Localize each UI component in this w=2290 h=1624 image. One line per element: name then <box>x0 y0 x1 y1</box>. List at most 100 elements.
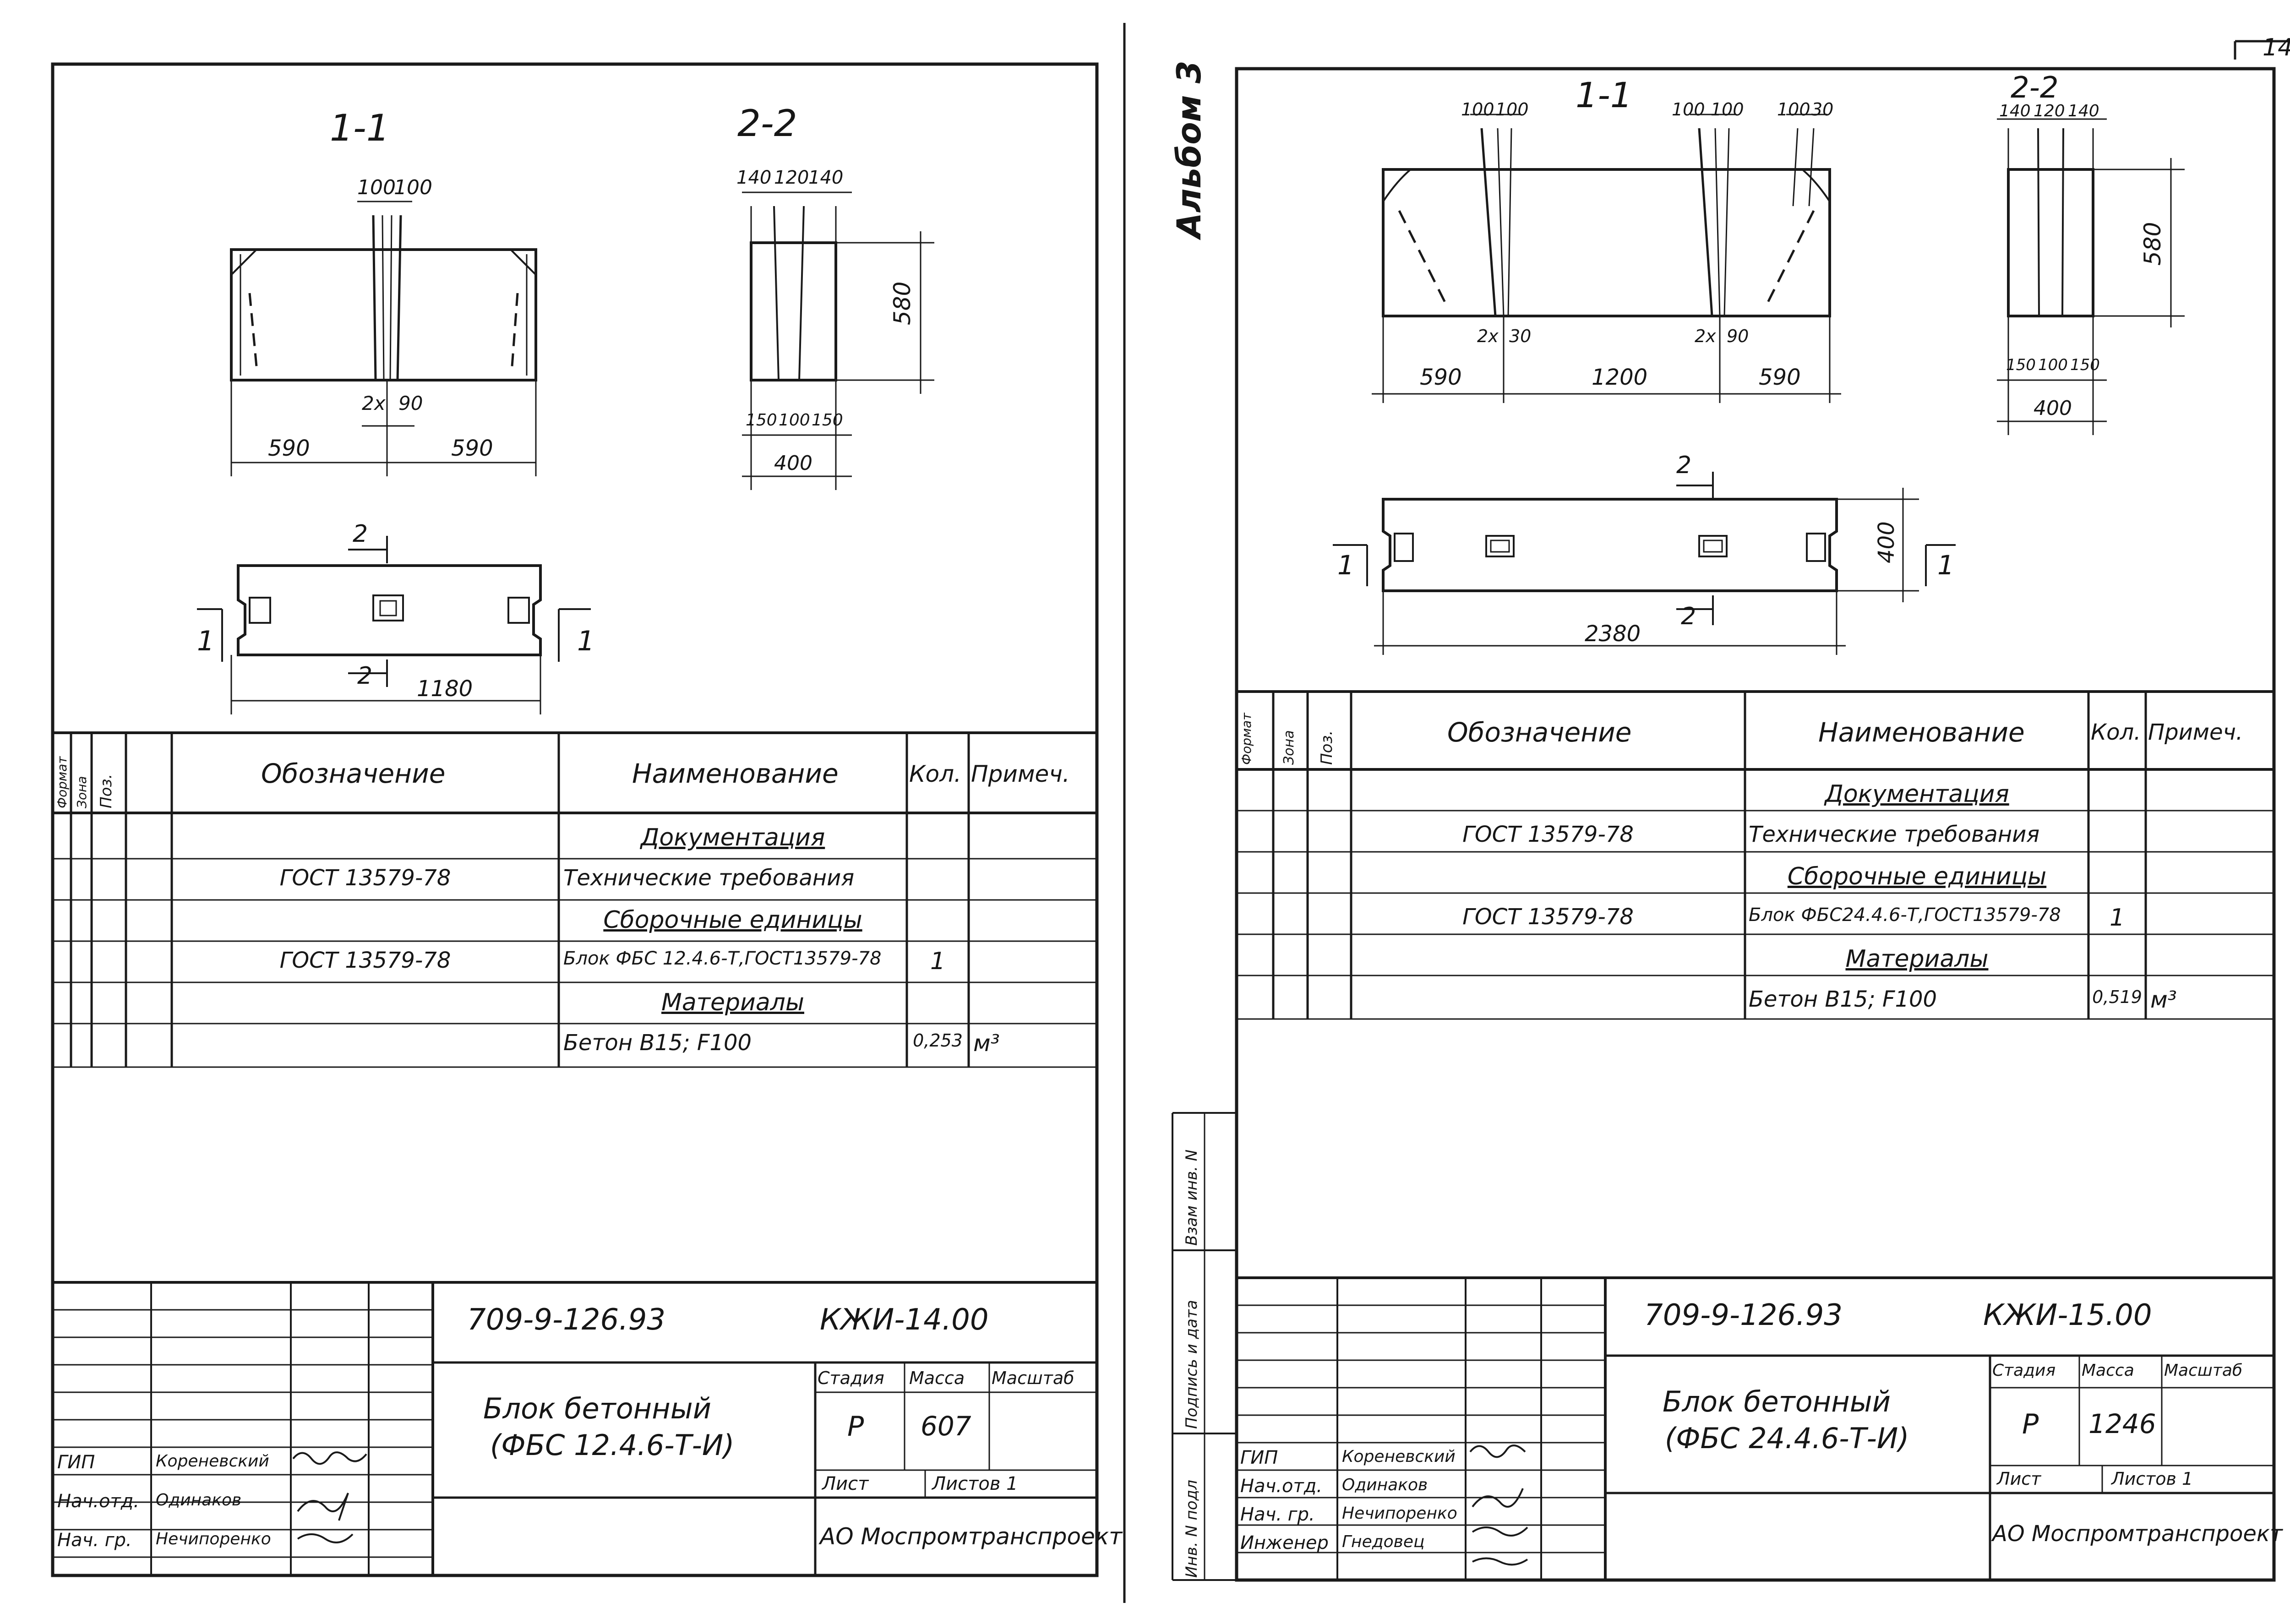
spec-h-note: Примеч. <box>971 761 1070 787</box>
spec-cell-qty: 1 <box>2109 904 2125 932</box>
spec-cell-name: Технические требования <box>1749 822 2040 847</box>
tb-person-role: Нач.отд. <box>1240 1476 1323 1497</box>
r-dim-mid-span: 1200 <box>1592 365 1648 390</box>
spec-cell-name: Блок ФБС24.4.6-Т,ГОСТ13579-78 <box>1749 905 2061 926</box>
spec-cell-designation: ГОСТ 13579-78 <box>1462 904 1634 930</box>
section-2-2-title: 2-2 <box>737 102 797 145</box>
spec-cell-note: м³ <box>2150 986 2177 1013</box>
r-spec-h-format: Формат <box>1239 713 1254 765</box>
dim-top-gap-b: 100 <box>394 176 432 199</box>
r-plan-height: 400 <box>1874 521 1899 563</box>
section-1-1-title: 1-1 <box>330 107 390 149</box>
dim-22-bot-a: 150 <box>746 411 777 430</box>
r-section-2-2-title: 2-2 <box>2011 71 2059 105</box>
r-dim-22-bot-a: 150 <box>2006 356 2036 374</box>
tb-person-name: Одинаков <box>1342 1476 1428 1494</box>
dim-top-gap-a: 100 <box>357 176 396 199</box>
plan-cut-top: 2 <box>353 520 368 548</box>
r-dim-g4: 100 <box>1711 99 1744 120</box>
r-plan-cut-right: 1 <box>1937 550 1954 581</box>
spec-h-zone: Зона <box>74 776 89 808</box>
r-dim-22-bot-c: 150 <box>2070 356 2100 374</box>
r-dim-22-width: 400 <box>2034 397 2072 420</box>
r-dim-slot1-val: 30 <box>1509 326 1532 346</box>
tb-person-name: Одинаков <box>156 1491 242 1510</box>
plan-cut-right: 1 <box>577 625 595 657</box>
plan-length: 1180 <box>417 676 473 702</box>
r-spec-h-name: Наименование <box>1818 717 2025 748</box>
spec-cell-name: Материалы <box>661 989 804 1016</box>
spec-cell-name: Сборочные единицы <box>603 906 862 934</box>
tb-sheets-h: Листов 1 <box>932 1473 1018 1494</box>
spec-cell-designation: ГОСТ 13579-78 <box>279 865 451 891</box>
spec-h-qty: Кол. <box>909 761 961 787</box>
r-tb-doc-code: КЖИ-15.00 <box>1983 1298 2152 1332</box>
r-tb-mass: 1246 <box>2088 1408 2156 1439</box>
r-dim-slot1: 2x <box>1477 326 1499 346</box>
tb-person-name: Кореневский <box>1342 1447 1456 1466</box>
spec-cell-name: Бетон В15; F100 <box>563 1030 752 1056</box>
tb-stage: Р <box>847 1411 864 1443</box>
r-dim-g3: 100 <box>1672 99 1705 120</box>
plan-cut-left: 1 <box>197 625 215 657</box>
plan-cut-bottom: 2 <box>357 662 373 690</box>
spec-cell-qty: 0,253 <box>913 1030 963 1051</box>
r-plan-length: 2380 <box>1585 621 1641 647</box>
r-tb-sheet-h: Лист <box>1997 1469 2041 1489</box>
r-dim-g6: 30 <box>1811 99 1834 120</box>
tb-person-name: Нечипоренко <box>1342 1504 1457 1523</box>
tb-person-role: Инженер <box>1240 1532 1329 1553</box>
spec-cell-designation: ГОСТ 13579-78 <box>1462 822 1634 847</box>
r-dim-slot2: 2x <box>1695 326 1716 346</box>
tb-company: АО Моспромтранспроект <box>820 1523 1123 1550</box>
album-label: Альбом 3 <box>1170 60 1208 238</box>
r-dim-22-top-a: 140 <box>1999 102 2031 120</box>
spec-cell-name: Блок ФБС 12.4.6-Т,ГОСТ13579-78 <box>563 948 882 969</box>
r-plan-cut-top: 2 <box>1676 452 1692 479</box>
r-dim-slot2-val: 90 <box>1727 326 1749 346</box>
r-section-1-1-title: 1-1 <box>1576 75 1633 115</box>
tb-person-role: ГИП <box>1240 1447 1278 1468</box>
tb-person-name: Кореневский <box>156 1452 269 1471</box>
r-dim-22-top-c: 140 <box>2068 102 2099 120</box>
tb-person-role: ГИП <box>57 1452 95 1473</box>
tb-stage-h: Стадия <box>818 1368 884 1388</box>
tb-doc-code: КЖИ-14.00 <box>820 1303 989 1337</box>
dim-right-span: 590 <box>451 436 493 461</box>
signature-scribbles <box>292 1444 1528 1566</box>
r-tb-stage-h: Стадия <box>1992 1361 2056 1380</box>
page-number: 14 <box>2263 34 2290 61</box>
spec-cell-name: Документация <box>640 824 825 851</box>
tb-title-line2: (ФБС 12.4.6-Т-И) <box>490 1428 735 1462</box>
r-tb-scale-h: Масштаб <box>2164 1361 2243 1380</box>
spec-cell-name: Бетон В15; F100 <box>1749 986 1937 1012</box>
dim-22-top-c: 140 <box>808 167 844 188</box>
dim-22-top-b: 120 <box>774 167 809 188</box>
r-dim-g1: 100 <box>1461 99 1494 120</box>
r-tb-stage: Р <box>2022 1408 2039 1440</box>
spec-cell-designation: ГОСТ 13579-78 <box>279 948 451 973</box>
r-dim-22-height: 580 <box>2139 222 2166 266</box>
tb-person-name: Гнедовец <box>1342 1532 1425 1551</box>
tb-title-line1: Блок бетонный <box>483 1392 711 1425</box>
spec-h-format: Формат <box>55 756 70 808</box>
dim-22-bot-b: 100 <box>779 411 810 430</box>
spec-cell-qty: 0,519 <box>2092 987 2142 1007</box>
spec-h-name: Наименование <box>632 758 839 789</box>
r-tb-project-code: 709-9-126.93 <box>1644 1298 1843 1332</box>
stamp-inv-podl: Инв. N подл <box>1183 1480 1201 1578</box>
dim-22-height: 580 <box>889 281 916 325</box>
dim-22-top-a: 140 <box>736 167 772 188</box>
tb-scale-h: Масштаб <box>992 1368 1074 1388</box>
spec-cell-name: Сборочные единицы <box>1787 863 2047 890</box>
spec-h-pos: Поз. <box>97 774 115 808</box>
r-dim-right-span: 590 <box>1759 365 1801 390</box>
spec-cell-note: м³ <box>973 1030 1000 1057</box>
tb-mass-h: Масса <box>909 1368 965 1388</box>
tb-person-role: Нач. гр. <box>1240 1504 1315 1525</box>
r-spec-h-qty: Кол. <box>2091 719 2141 745</box>
r-dim-22-bot-b: 100 <box>2038 356 2068 374</box>
r-tb-mass-h: Масса <box>2082 1361 2134 1380</box>
r-spec-h-pos: Поз. <box>1318 730 1336 765</box>
